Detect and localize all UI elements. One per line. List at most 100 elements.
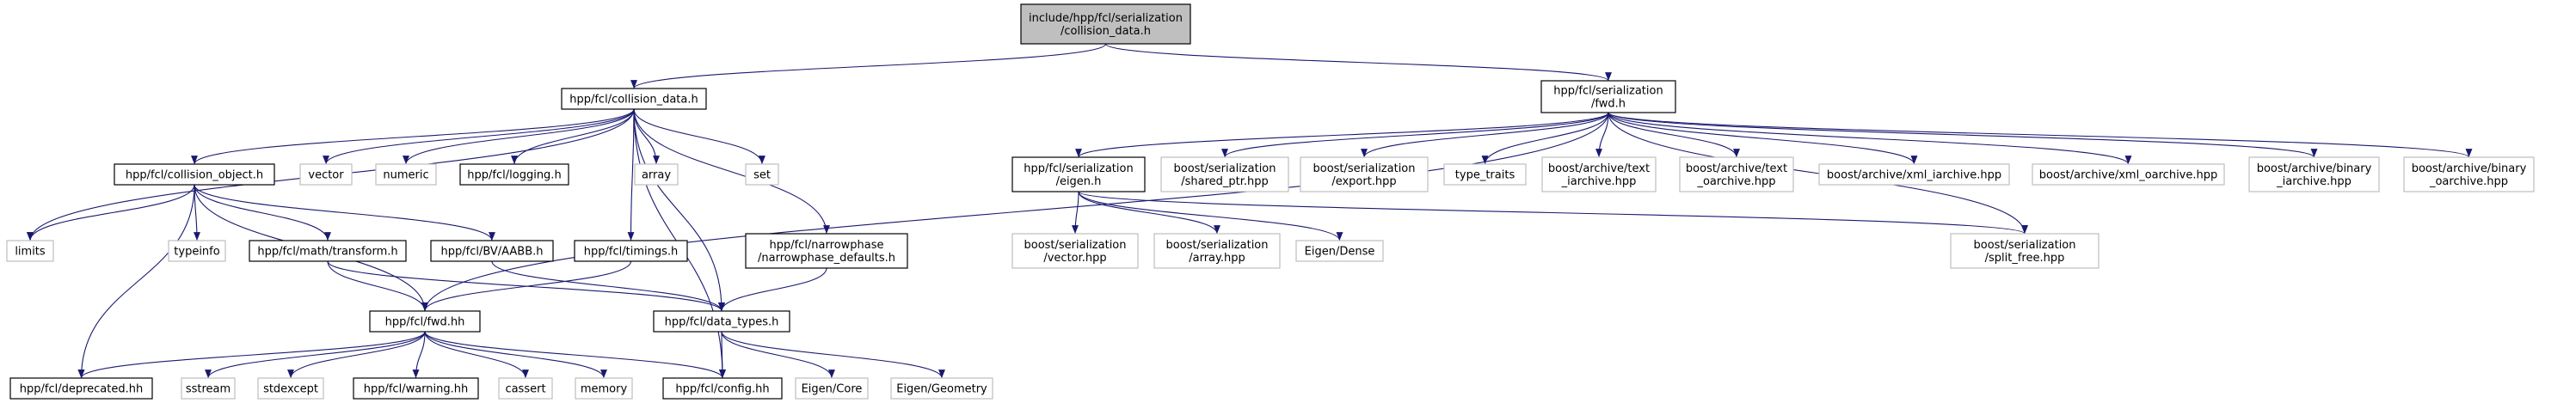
edge-collision_object-to-bv_aabb — [194, 184, 495, 241]
edge-fwd_h-to-export_hpp — [1361, 112, 1609, 158]
node-numeric: numeric — [375, 163, 437, 186]
file-nodes: include/hpp/fcl/serialization/collision_… — [6, 3, 2535, 400]
node-stdexcept: stdexcept — [257, 377, 324, 400]
node-box — [662, 377, 783, 400]
edge-fwd_hh-to-sstream — [205, 331, 426, 379]
node-label: hpp/fcl/deprecated.hh — [20, 383, 143, 396]
node-box — [795, 377, 869, 400]
node-box — [1540, 80, 1676, 113]
node-box — [1300, 156, 1429, 192]
node-deprecated[interactable]: hpp/fcl/deprecated.hh — [9, 377, 153, 400]
node-label: hpp/fcl/math/transform.h — [257, 246, 397, 259]
edge-fwd_h-to-xml_iarchive — [1608, 112, 1918, 165]
node-label: /narrowphase_defaults.h — [758, 252, 895, 265]
node-bv-aabb[interactable]: hpp/fcl/BV/AABB.h — [430, 240, 554, 262]
node-box — [1011, 233, 1139, 269]
edge-fwd_h-to-shared_ptr — [1221, 112, 1609, 158]
node-eigen-geometry: Eigen/Geometry — [890, 377, 993, 400]
node-memory: memory — [575, 377, 633, 400]
node-box — [634, 163, 679, 186]
node-label: sstream — [186, 383, 231, 396]
edge-narrowphase_defaults-to-data_types — [718, 267, 827, 312]
node-label: cassert — [505, 383, 545, 396]
node-text-oarchive: boost/archive/text_oarchive.hpp — [1679, 156, 1794, 192]
node-label: /split_free.hpp — [1985, 252, 2065, 265]
node-config[interactable]: hpp/fcl/config.hh — [662, 377, 783, 400]
node-box — [1020, 3, 1191, 45]
edge-timings-to-fwd_hh — [421, 260, 632, 312]
node-root[interactable]: include/hpp/fcl/serialization/collision_… — [1020, 3, 1191, 45]
node-box — [2403, 156, 2535, 192]
node-label: hpp/fcl/collision_object.h — [126, 169, 263, 182]
node-label: hpp/fcl/logging.h — [467, 169, 561, 182]
node-box — [1295, 240, 1384, 262]
node-label: /export.hpp — [1331, 175, 1396, 188]
node-label: Eigen/Core — [802, 383, 863, 396]
node-label: boost/archive/binary — [2412, 162, 2527, 175]
node-label: hpp/fcl/narrowphase — [769, 239, 883, 252]
edge-collision_data-to-logging — [511, 108, 635, 165]
node-split-free: boost/serialization/split_free.hpp — [1950, 233, 2100, 269]
node-fwd-hh[interactable]: hpp/fcl/fwd.hh — [369, 310, 481, 333]
node-typeinfo: typeinfo — [168, 240, 226, 262]
node-label: vector — [308, 169, 344, 182]
node-label: set — [753, 169, 771, 182]
edge-math_transform-to-fwd_hh — [327, 260, 428, 312]
edge-collision_data-to-narrowphase_defaults — [633, 108, 830, 235]
node-box — [2248, 156, 2380, 192]
node-label: include/hpp/fcl/serialization — [1029, 12, 1183, 25]
node-logging[interactable]: hpp/fcl/logging.h — [459, 163, 569, 186]
node-collision-object[interactable]: hpp/fcl/collision_object.h — [114, 163, 275, 186]
node-math-transform[interactable]: hpp/fcl/math/transform.h — [249, 240, 407, 262]
node-box — [1160, 156, 1289, 192]
node-cassert: cassert — [498, 377, 553, 400]
node-box — [745, 233, 908, 269]
node-box — [430, 240, 554, 262]
node-box — [1541, 156, 1657, 192]
node-eigen-h[interactable]: hpp/fcl/serialization/eigen.h — [1011, 156, 1146, 192]
edge-fwd_hh-to-memory — [424, 331, 607, 379]
edge-fwd_hh-to-warning — [412, 331, 426, 379]
node-collision-data[interactable]: hpp/fcl/collision_data.h — [561, 88, 707, 110]
node-data-types[interactable]: hpp/fcl/data_types.h — [653, 310, 790, 333]
edge-collision_data-to-collision_object — [191, 108, 635, 165]
node-box — [1443, 163, 1527, 186]
edge-fwd_h-to-text_iarchive — [1595, 112, 1609, 158]
node-timings[interactable]: hpp/fcl/timings.h — [574, 240, 688, 262]
node-box — [561, 88, 707, 110]
node-label: limits — [15, 246, 46, 259]
node-narrowphase-defaults[interactable]: hpp/fcl/narrowphase/narrowphase_defaults… — [745, 233, 908, 269]
edge-collision_data-to-array — [633, 108, 660, 165]
edge-fwd_h-to-type_traits — [1481, 112, 1609, 165]
edge-root-to-collision_data — [630, 43, 1107, 89]
node-warning[interactable]: hpp/fcl/warning.hh — [353, 377, 479, 400]
edge-collision_data-to-data_types — [633, 108, 725, 312]
edge-bv_aabb-to-data_types — [491, 260, 725, 312]
edge-collision_data-to-timings — [627, 108, 635, 241]
node-label: numeric — [383, 169, 428, 182]
edge-collision_data-to-set — [633, 108, 765, 165]
node-eigen-core: Eigen/Core — [795, 377, 869, 400]
node-box — [369, 310, 481, 333]
edge-fwd_h-to-text_oarchive — [1608, 112, 1740, 158]
node-box — [1679, 156, 1794, 192]
node-label: hpp/fcl/serialization — [1024, 162, 1133, 175]
edge-collision_data-to-vector — [323, 108, 635, 165]
node-box — [181, 377, 236, 400]
node-label: Eigen/Geometry — [896, 383, 987, 396]
node-box — [353, 377, 479, 400]
node-label: boost/serialization — [1973, 239, 2075, 252]
node-box — [498, 377, 553, 400]
edge-fwd_hh-to-config — [424, 331, 726, 379]
node-label: boost/archive/xml_oarchive.hpp — [2039, 169, 2218, 182]
node-label: _oarchive.hpp — [1696, 175, 1775, 188]
node-box — [1950, 233, 2100, 269]
node-fwd-h[interactable]: hpp/fcl/serialization/fwd.h — [1540, 80, 1676, 113]
edge-fwd_hh-to-cassert — [424, 331, 529, 379]
node-label: boost/archive/binary — [2257, 162, 2372, 175]
edge-fwd_hh-to-stdexcept — [287, 331, 426, 379]
node-label: memory — [581, 383, 628, 396]
edge-fwd_h-to-binary_oarchive — [1608, 112, 2473, 158]
node-box — [574, 240, 688, 262]
node-label: Eigen/Dense — [1305, 246, 1375, 259]
